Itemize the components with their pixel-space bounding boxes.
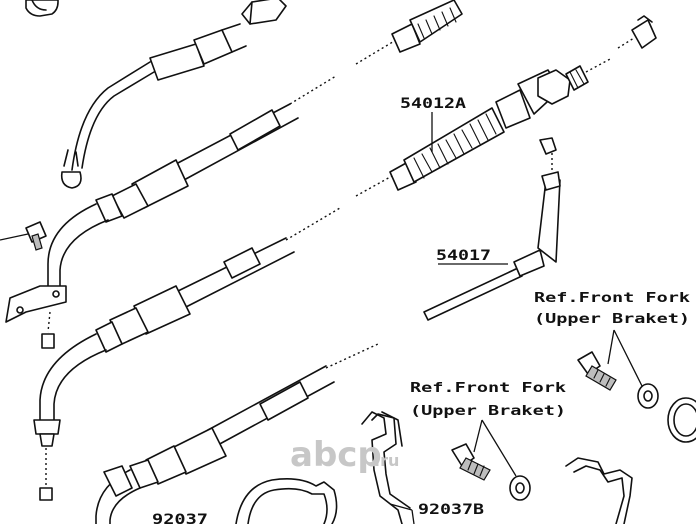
leader-92037b [389, 503, 415, 525]
o-ring-right [667, 397, 696, 443]
watermark-text: abcp [290, 435, 382, 475]
bolt-middle [451, 443, 491, 481]
clamp-right [565, 457, 633, 525]
watermark-suffix: .ru [374, 451, 399, 470]
washer-right-upper [637, 383, 659, 409]
ref-note-1-line1: Ref.Front Fork [534, 291, 690, 306]
cable-throttle-3 [33, 207, 341, 501]
ref-note-2-line1: Ref.Front Fork [410, 381, 566, 396]
ref-note-1-line2: (Upper Braket) [534, 312, 690, 327]
leader-ref-2 [473, 419, 517, 477]
callout-92037: 92037 [152, 512, 208, 524]
callout-54017: 54017 [436, 248, 491, 264]
bolt-right-upper [577, 351, 617, 391]
callout-92037b: 92037B [418, 502, 484, 518]
clamp-92037 [235, 478, 338, 525]
end-fitting-top-right [617, 15, 657, 49]
leader-ref-1 [607, 329, 643, 387]
cable-upper-bent [60, 23, 247, 189]
ref-note-2-line2: (Upper Braket) [410, 404, 566, 419]
screw-left [0, 221, 47, 251]
cable-top-threaded [355, 0, 463, 65]
top-sleeve-part [241, 0, 287, 25]
cable-54012a [355, 57, 613, 197]
callout-54012a: 54012A [400, 96, 467, 112]
washer-middle [509, 475, 531, 501]
top-clip-part [25, 0, 59, 17]
cable-throttle-4 [95, 343, 379, 525]
clamp-92037b [361, 411, 411, 525]
cable-throttle-2 [5, 75, 337, 349]
part-54017-rod [423, 137, 561, 321]
